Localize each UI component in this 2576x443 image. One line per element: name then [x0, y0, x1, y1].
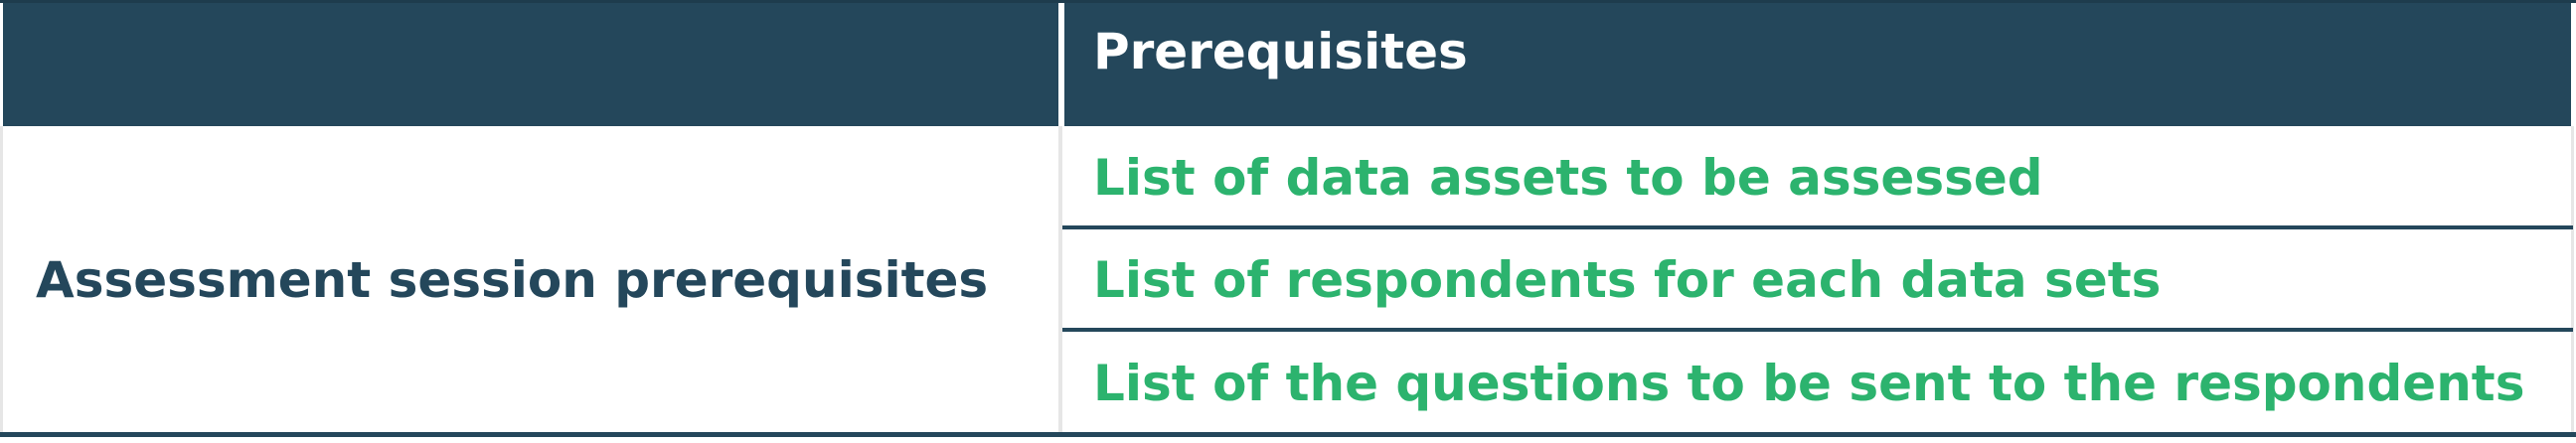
column-divider: [1058, 126, 1062, 436]
table-left-border: [0, 126, 3, 436]
list-item: List of respondents for each data sets: [1093, 251, 2162, 309]
row-separator: [1062, 328, 2573, 332]
table-body: Assessment session prerequisites List of…: [0, 126, 2576, 436]
category-label: Assessment session prerequisites: [36, 251, 989, 309]
table-right-border: [2571, 126, 2574, 436]
header-cell-empty: [3, 3, 1058, 126]
header-title: Prerequisites: [1093, 23, 1468, 80]
list-item: List of the questions to be sent to the …: [1093, 355, 2525, 412]
header-divider: [1058, 3, 1064, 126]
row-separator: [1062, 225, 2573, 229]
table-bottom-border: [0, 432, 2576, 437]
table-top-border: [0, 0, 2576, 3]
list-item: List of data assets to be assessed: [1093, 149, 2043, 207]
header-cell-prerequisites: [1064, 3, 2571, 126]
